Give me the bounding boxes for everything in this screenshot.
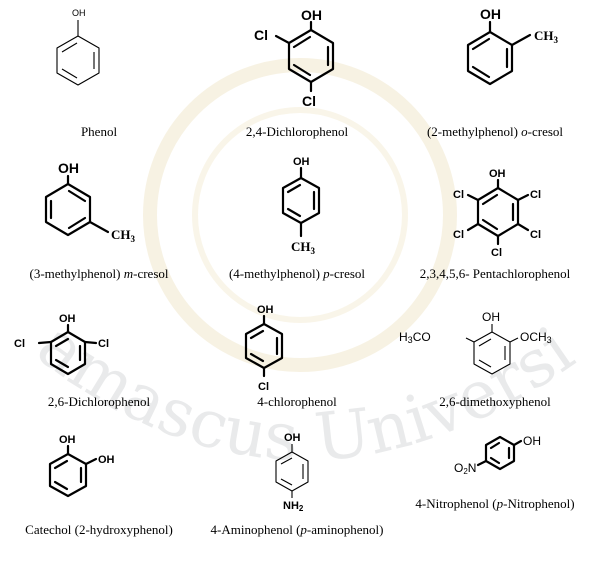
oh-label: OH [482,310,500,324]
dichlorophenol-structure: OH Cl Cl [254,7,335,109]
oh-label: OH [480,6,501,22]
oh-label: OH [72,8,86,18]
oh-label: OH [293,156,310,168]
pentachlorophenol-structure: OH Cl Cl Cl Cl Cl [453,168,541,259]
oh-label: OH [284,432,301,444]
oh-label: OH [257,304,274,316]
nitrophenol-structure: OH O2N [454,434,541,476]
h3co-label: H3CO [399,330,431,345]
compound-caption: 2,6-dimethoxyphenol [439,394,551,409]
compound-o-cresol: OH CH3 (2-methylphenol) o-cresol [396,0,594,139]
compound-caption: Catechol (2-hydroxyphenol) [25,522,173,537]
cl-label: Cl [302,93,316,109]
chlorophenol-structure: OH Cl [244,304,284,393]
compound-caption: Phenol [80,124,118,139]
compound-4-chlorophenol: OH Cl 4-chlorophenol [198,300,396,436]
ch3-label: CH3 [291,239,316,256]
cl-label: Cl [258,381,269,393]
och3-label: OCH3 [520,330,552,345]
dichlorophenol-26-structure: OH Cl Cl [14,313,109,376]
compound-caption: (4-methylphenol) p-cresol [228,266,366,281]
oh-label: OH [301,7,322,23]
compound-caption: 4-Nitrophenol (p-Nitrophenol) [415,496,575,511]
cl-label: Cl [530,189,541,201]
phenol-structure: OH [56,8,100,86]
compound-caption: (2-methylphenol) o-cresol [426,124,564,139]
m-cresol-structure: OH CH3 [44,160,136,244]
cl-label: Cl [453,229,464,241]
catechol-structure: OH OH [48,434,115,498]
oh-label: OH [59,434,76,446]
compound-phenol: OH Phenol [0,0,198,139]
compound-pentachlorophenol: OH Cl Cl Cl Cl Cl 2,3,4,5,6- Pentachloro… [396,160,594,296]
cl-label: Cl [98,338,109,350]
oh-label: OH [489,168,506,180]
compound-2-6-dichlorophenol: OH Cl Cl 2,6-Dichlorophenol [0,310,198,446]
compound-p-cresol: OH CH3 (4-methylphenol) p-cresol [198,150,396,286]
cl-label: Cl [254,27,268,43]
compound-caption: (3-methylphenol) m-cresol [29,266,169,281]
compound-caption: 4-chlorophenol [257,394,337,409]
compound-catechol: OH OH Catechol (2-hydroxyphenol) [0,430,198,566]
cl-label: Cl [491,247,502,259]
ch3-label: CH3 [534,28,559,45]
oh-label: OH [98,454,115,466]
cl-label: Cl [530,229,541,241]
o-cresol-structure: OH CH3 [466,6,559,86]
compound-2-6-dimethoxyphenol: OH H3CO OCH3 2,6-dimethoxyphenol [396,310,594,446]
cl-label: Cl [453,189,464,201]
aminophenol-structure: OH NH2 [275,432,309,513]
ch3-label: CH3 [111,227,136,244]
compound-caption: 2,6-Dichlorophenol [47,394,151,409]
dimethoxyphenol-structure: OH H3CO OCH3 [399,310,552,375]
compound-caption: 2,4-Dichlorophenol [245,124,349,139]
compound-caption: 4-Aminophenol (p-aminophenol) [210,522,384,537]
compound-caption: 2,3,4,5,6- Pentachlorophenol [419,266,571,281]
compound-4-aminophenol: OH NH2 4-Aminophenol (p-aminophenol) [198,430,396,566]
compound-4-nitrophenol: OH O2N 4-Nitrophenol (p-Nitrophenol) [396,420,594,556]
oh-label: OH [523,434,541,448]
watermark: Damascus University [0,0,587,477]
cl-label: Cl [14,338,25,350]
oh-label: OH [58,160,79,176]
compound-m-cresol: OH CH3 (3-methylphenol) m-cresol [0,160,198,296]
p-cresol-structure: OH CH3 [281,156,321,256]
oh-label: OH [59,313,76,325]
compound-2-4-dichlorophenol: OH Cl Cl 2,4-Dichlorophenol [198,0,396,139]
nh2-label: NH2 [283,500,304,513]
o2n-label: O2N [454,461,476,476]
